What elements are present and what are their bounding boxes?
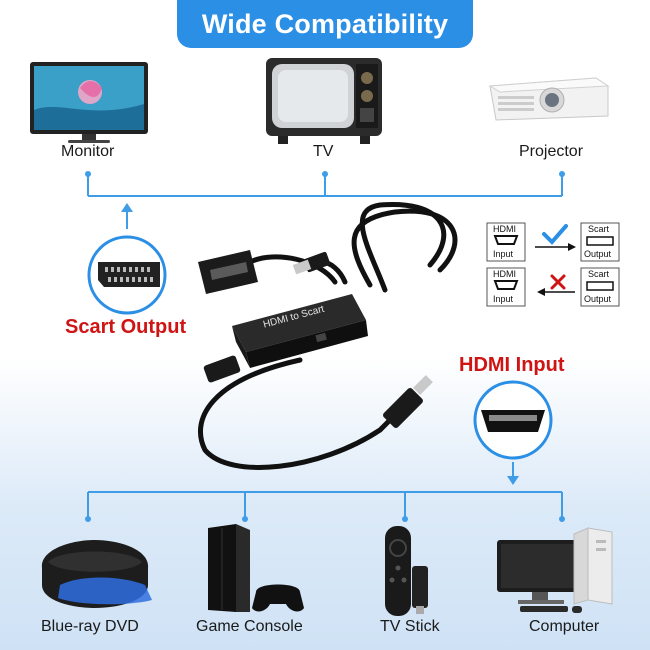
diagram-input-label-1: Input <box>493 249 514 259</box>
bluray-label: Blue-ray DVD <box>41 618 139 635</box>
diagram-scart-label-1: Scart <box>588 224 610 234</box>
diagram-hdmi-label-1: HDMI <box>493 224 516 234</box>
tv-image <box>266 58 382 144</box>
arrow-up-icon <box>121 203 133 229</box>
diagram-scart-label-2: Scart <box>588 269 610 279</box>
projector-label: Projector <box>519 143 584 160</box>
hdmi-plug-right <box>383 375 433 428</box>
projector-image <box>488 77 610 121</box>
page-title: Wide Compatibility <box>201 8 449 39</box>
converter-cables <box>198 201 458 470</box>
usb-plug <box>292 251 331 275</box>
arrow-down-icon <box>507 462 519 485</box>
cross-icon <box>550 274 566 290</box>
hdmi-port-closeup <box>473 380 553 460</box>
computer-label: Computer <box>529 618 600 635</box>
scart-output-callout: Scart Output <box>65 316 187 338</box>
tv-stick-label: TV Stick <box>380 618 440 635</box>
diagram-output-label-2: Output <box>584 294 612 304</box>
checkmark-icon <box>542 224 568 245</box>
hdmi-input-callout: HDMI Input <box>459 354 565 376</box>
game-console-image <box>208 524 304 612</box>
monitor-label: Monitor <box>61 143 115 160</box>
diagram-hdmi-label-2: HDMI <box>493 269 516 279</box>
compatibility-diagram <box>486 222 620 307</box>
game-console-label: Game Console <box>196 618 303 635</box>
scart-plug <box>198 250 258 294</box>
output-connector-lines <box>87 175 563 197</box>
computer-image <box>497 527 613 613</box>
scart-port-closeup <box>87 235 167 315</box>
hdmi-to-scart-converter <box>232 294 368 368</box>
input-connector-lines <box>87 491 563 518</box>
tv-stick-image <box>385 526 428 616</box>
title-banner: Wide Compatibility <box>177 0 473 48</box>
tv-label: TV <box>313 143 334 160</box>
bluray-player-image <box>41 540 152 608</box>
diagram-input-label-2: Input <box>493 294 514 304</box>
hdmi-plug-left <box>203 355 241 383</box>
monitor-image <box>30 62 148 143</box>
diagram-output-label-1: Output <box>584 249 612 259</box>
